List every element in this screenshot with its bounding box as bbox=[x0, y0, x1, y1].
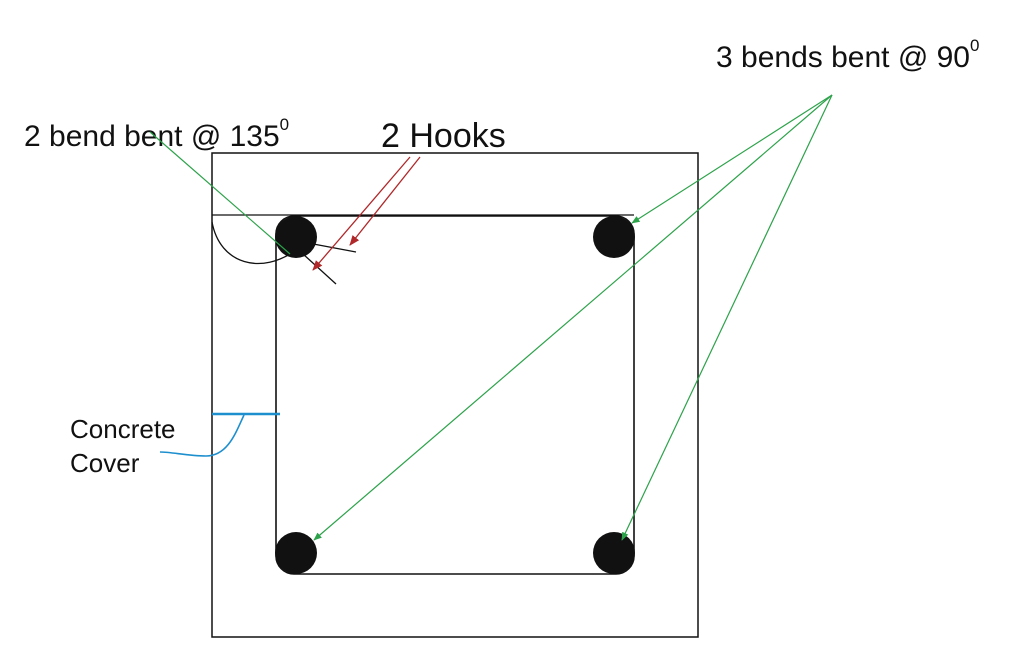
rebar-bottom-left bbox=[275, 532, 317, 574]
label-bend-135-sup: 0 bbox=[280, 115, 289, 134]
cover-leader bbox=[159, 414, 245, 457]
hook-135-arc bbox=[211, 221, 297, 265]
stirrup-tie bbox=[275, 215, 635, 575]
label-bend-135: 2 bend bent @ 1350 bbox=[24, 115, 289, 153]
leader-bend-135 bbox=[149, 131, 291, 255]
label-bends-90-sup: 0 bbox=[970, 36, 979, 55]
leader-bend-90-top-right bbox=[631, 94, 833, 224]
label-bend-135-text: 2 bend bent @ 135 bbox=[24, 120, 280, 153]
rebar-bottom-right bbox=[593, 532, 635, 574]
label-hooks: 2 Hooks bbox=[381, 117, 506, 155]
concrete-section-outline bbox=[211, 152, 699, 638]
rebar-top-left bbox=[275, 216, 317, 258]
label-bends-90: 3 bends bent @ 900 bbox=[716, 36, 979, 74]
label-bends-90-text: 3 bends bent @ 90 bbox=[716, 41, 970, 74]
leader-bend-90-bottom-left bbox=[313, 94, 833, 541]
label-concrete-cover-line1: Concrete bbox=[70, 414, 176, 444]
leader-hooks-2 bbox=[312, 156, 411, 271]
label-concrete-cover-line2: Cover bbox=[70, 448, 140, 478]
rebar-top-right bbox=[593, 216, 635, 258]
leader-bend-90-bottom-right bbox=[621, 94, 833, 541]
leader-hooks-1 bbox=[349, 156, 421, 246]
